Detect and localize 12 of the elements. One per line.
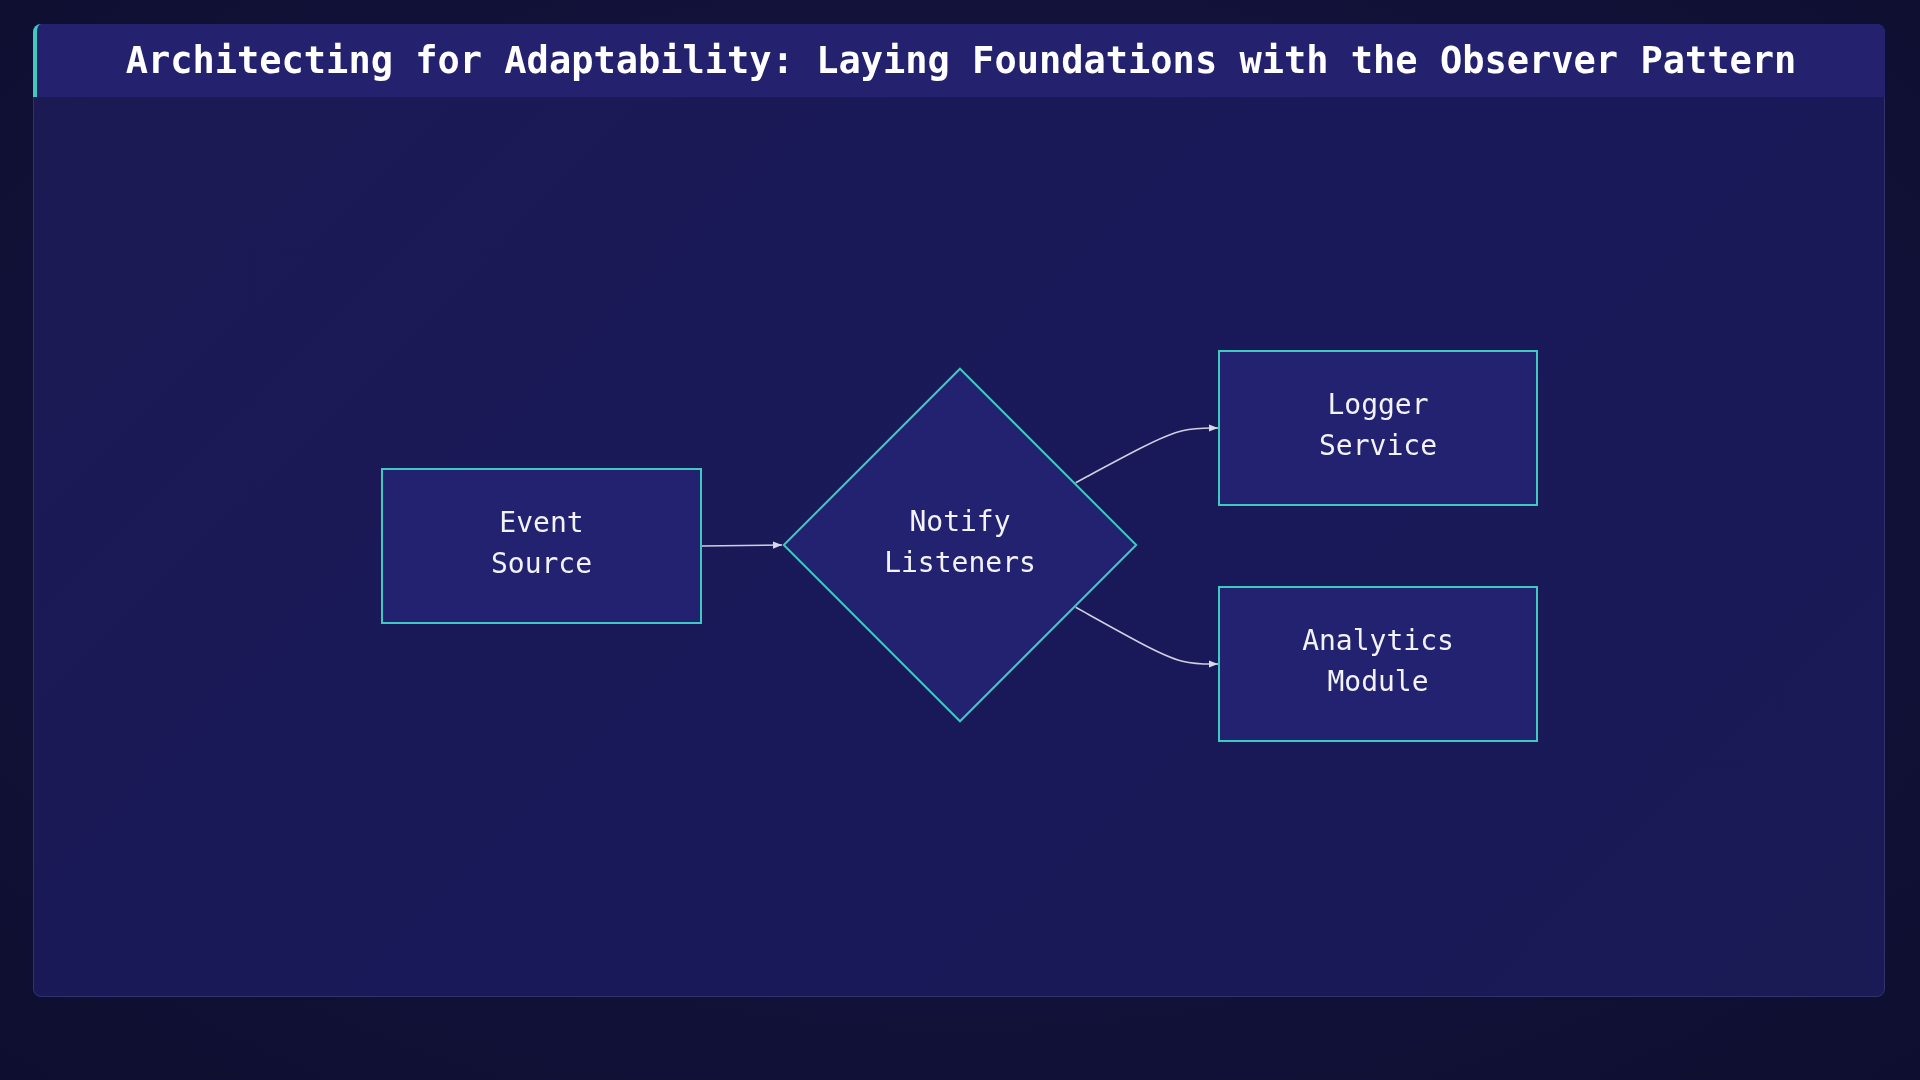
- node-label: Event Source: [489, 505, 594, 582]
- node-label: Analytics Module: [1301, 623, 1455, 700]
- decision-diamond: [782, 367, 1138, 723]
- arrow: [701, 541, 783, 549]
- process-box: [381, 468, 702, 624]
- node-label: Notify Listeners: [883, 504, 1037, 581]
- node-label: Logger Service: [1318, 387, 1438, 464]
- process-box: [1218, 586, 1538, 742]
- diagram-title: Architecting for Adaptability: Laying Foundations with the Observer Pattern: [125, 38, 1797, 83]
- arrow: [1074, 424, 1219, 484]
- arrow: [1074, 606, 1219, 668]
- process-box: [1218, 350, 1538, 506]
